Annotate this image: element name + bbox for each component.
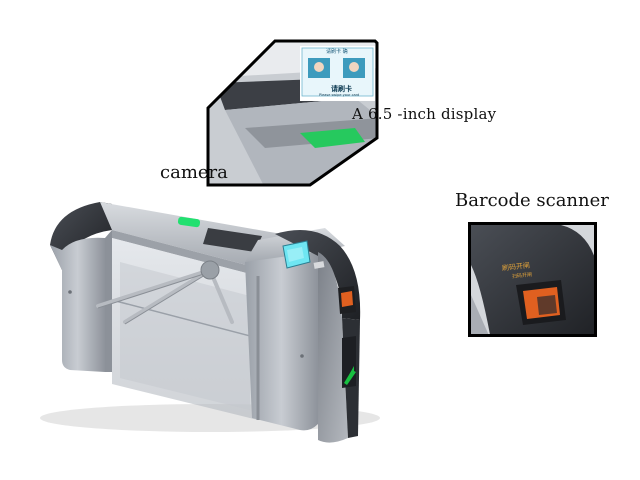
barcode-callout-label: Barcode scanner: [455, 190, 609, 211]
display-callout-label: A 6.5 -inch display: [352, 105, 497, 123]
left-cabinet: [50, 237, 105, 372]
camera-callout-label: camera: [160, 162, 228, 183]
green-indicator-light: [177, 216, 201, 228]
card-reader-logo: [313, 261, 325, 269]
scanner-closeup: [471, 225, 594, 334]
right-end-cap: [275, 230, 361, 320]
passage-inner: [120, 262, 250, 410]
display-zoom-inset: [206, 39, 379, 187]
tripod-hub: [200, 260, 220, 280]
screen-prompt-text: 请刷卡: [331, 85, 352, 93]
top-rail-edge: [112, 230, 258, 276]
screen-header-text: 请刷卡 确: [326, 49, 348, 55]
barcode-scanner-inset: [468, 222, 597, 337]
screen-subtext: Please swipe your card: [319, 93, 360, 97]
right-cabinet-front: [245, 248, 318, 431]
right-panel-face: [318, 252, 348, 443]
camera-window: [203, 228, 262, 252]
